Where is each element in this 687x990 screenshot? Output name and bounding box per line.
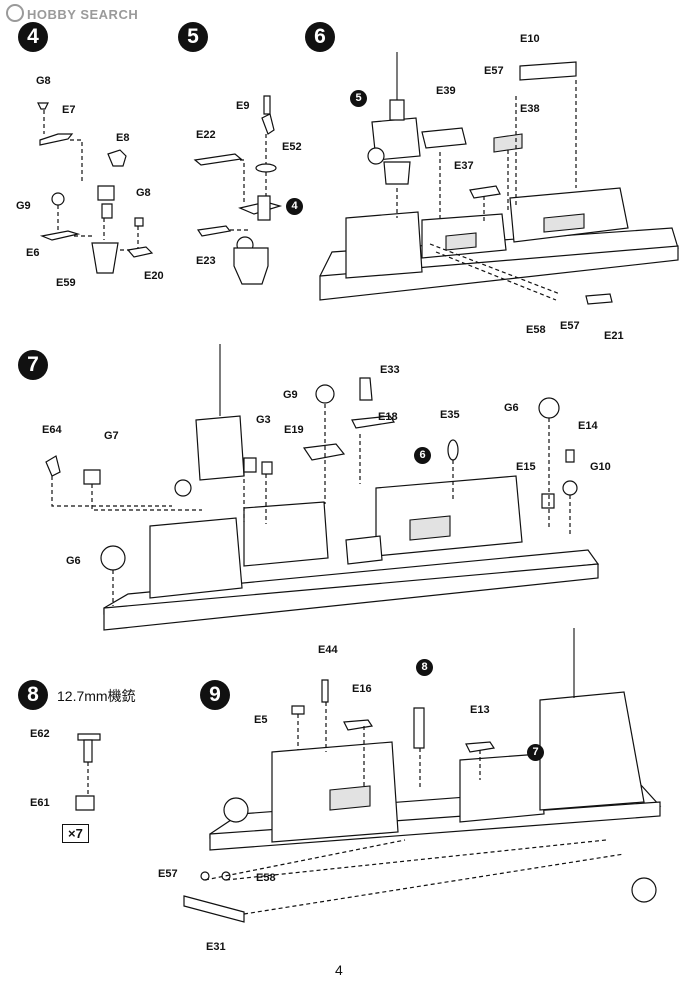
part-label: E15 (516, 461, 536, 473)
part-label: E9 (236, 100, 250, 112)
part-label: E44 (318, 644, 338, 656)
step-8-drawing (75, 733, 101, 811)
part-label: E37 (454, 160, 474, 172)
part-label: E21 (604, 330, 624, 342)
part-label: E8 (116, 132, 130, 144)
quantity-box: ×7 (62, 824, 89, 843)
ref-step-5-icon: 5 (350, 90, 367, 107)
ref-step-4-icon: 4 (286, 198, 303, 215)
part-label: G9 (16, 200, 31, 212)
part-label: E23 (196, 255, 216, 267)
step-7-badge: 7 (18, 350, 48, 380)
part-label: G6 (66, 555, 81, 567)
step-7-drawing (45, 344, 600, 631)
ref-step-7-icon: 7 (527, 744, 544, 761)
part-label: E57 (560, 320, 580, 332)
part-label: E19 (284, 424, 304, 436)
watermark-logo-icon (6, 4, 24, 22)
part-label: G6 (504, 402, 519, 414)
part-label: E58 (256, 872, 276, 884)
part-label: E39 (436, 85, 456, 97)
part-label: E52 (282, 141, 302, 153)
part-label: E35 (440, 409, 460, 421)
step-9-badge: 9 (200, 680, 230, 710)
part-label: G9 (283, 389, 298, 401)
part-label: E62 (30, 728, 50, 740)
part-label: E20 (144, 270, 164, 282)
page-number: 4 (335, 962, 343, 978)
part-label: E14 (578, 420, 598, 432)
part-label: E5 (254, 714, 268, 726)
step-5-drawing (193, 95, 283, 285)
step-4-badge: 4 (18, 22, 48, 52)
part-label: G10 (590, 461, 611, 473)
part-label: E31 (206, 941, 226, 953)
part-label: E10 (520, 33, 540, 45)
step-8-note: 12.7mm機銃 (57, 688, 136, 704)
ref-step-6-icon: 6 (414, 447, 431, 464)
part-label: E59 (56, 277, 76, 289)
part-label: E13 (470, 704, 490, 716)
part-label: G7 (104, 430, 119, 442)
step-8-badge: 8 (18, 680, 48, 710)
hobby-search-watermark: HOBBY SEARCH (6, 4, 138, 22)
ref-step-8-icon: 8 (416, 659, 433, 676)
part-label: E61 (30, 797, 50, 809)
part-label: E18 (378, 411, 398, 423)
part-label: E38 (520, 103, 540, 115)
part-label: E16 (352, 683, 372, 695)
part-label: E22 (196, 129, 216, 141)
part-label: E7 (62, 104, 76, 116)
part-label: E64 (42, 424, 62, 436)
step-9-drawing (183, 628, 662, 923)
watermark-text: HOBBY SEARCH (27, 7, 139, 22)
part-label: E33 (380, 364, 400, 376)
step-6-drawing (319, 52, 679, 305)
step-6-badge: 6 (305, 22, 335, 52)
step-5-badge: 5 (178, 22, 208, 52)
part-label: E57 (484, 65, 504, 77)
part-label: G8 (36, 75, 51, 87)
step-4-drawing (37, 102, 154, 274)
part-label: E6 (26, 247, 40, 259)
part-label: G8 (136, 187, 151, 199)
part-label: G3 (256, 414, 271, 426)
part-label: E57 (158, 868, 178, 880)
part-label: E58 (526, 324, 546, 336)
